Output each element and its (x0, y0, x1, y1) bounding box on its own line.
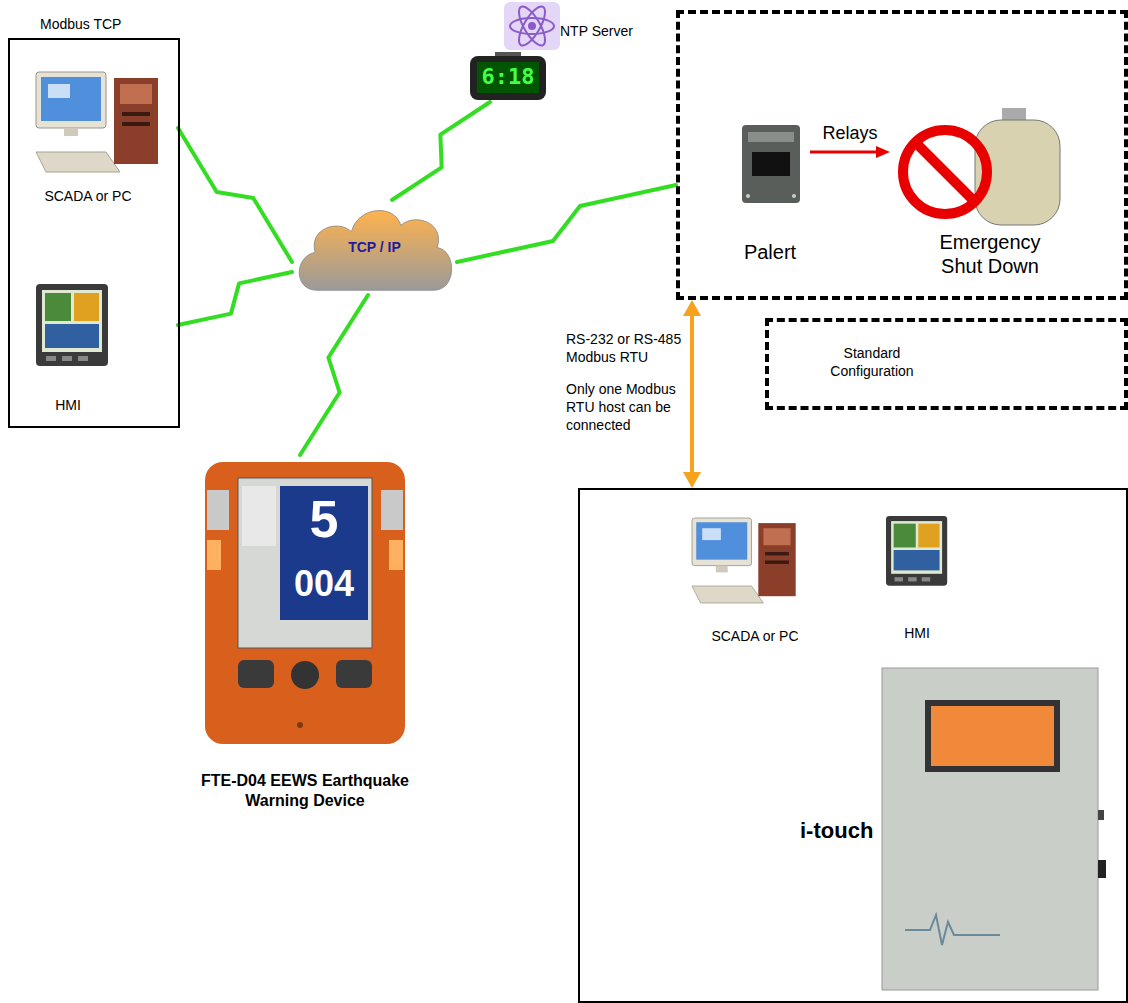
network-link-line (178, 272, 292, 325)
itouch-cabinet-part (931, 706, 1054, 766)
network-link (392, 102, 490, 200)
network-link (300, 295, 368, 455)
atom-icon-part (504, 2, 560, 50)
arrow-head (683, 300, 701, 316)
scada-pc-node: SCADA or PC (20, 60, 178, 210)
intensity-number: 5 (280, 488, 368, 550)
note-text: Only one Modbus RTU host can be connecte… (566, 380, 682, 434)
warning-device-part (381, 490, 403, 530)
network-link-line (178, 128, 292, 262)
warning-device-part (291, 661, 319, 689)
atom-icon-part (514, 3, 550, 49)
palert-device (742, 125, 800, 203)
hmi-node: HMI (20, 270, 178, 418)
palert-device-part (752, 152, 790, 176)
shutdown-icon-part (915, 142, 975, 202)
node-label: Modbus TCP (40, 15, 160, 33)
palert-node: Palert (730, 118, 810, 270)
warning-device-part (238, 478, 372, 648)
node-label: TCP / IP (292, 237, 457, 257)
clock-digits: 6:18 (478, 63, 538, 91)
node-label: HMI (38, 396, 98, 414)
node-label: SCADA or PC (20, 187, 156, 205)
node-label: NTP Server (560, 22, 634, 40)
shutdown-icon-part (903, 130, 987, 214)
network-cloud: TCP / IP (292, 200, 457, 295)
warning-device-part (280, 486, 368, 620)
palert-device-part (746, 194, 750, 198)
itouch-node: i-touch (790, 660, 1115, 995)
hmi-icon (36, 284, 108, 366)
standard-config-box: Palert Emergency Shut Down (676, 10, 1128, 300)
warning-device-part (297, 722, 303, 728)
warning-device-part (207, 490, 229, 530)
clock-icon-part (470, 56, 546, 100)
pc-icon (692, 518, 796, 603)
palert-device-part (742, 125, 800, 203)
itouch-cabinet-part (1098, 810, 1104, 820)
warning-device-part (242, 486, 276, 546)
shutdown-node: Emergency Shut Down (890, 112, 1120, 292)
legend-text: Standard Configuration (807, 344, 937, 380)
shutdown-icon (903, 108, 1060, 225)
node-label: SCADA or PC (695, 627, 815, 645)
pc-icon (36, 72, 158, 172)
hmi-node: HMI (872, 506, 962, 646)
itouch-cabinet-part (905, 915, 1000, 945)
itouch-cabinet-part (1098, 860, 1106, 878)
warning-device (205, 462, 405, 744)
node-label: i-touch (800, 818, 890, 844)
network-link-line (300, 295, 368, 455)
warning-device-part (389, 540, 403, 570)
network-link-line (457, 185, 676, 262)
atom-icon-part (528, 22, 536, 30)
node-label: Emergency Shut Down (930, 230, 1050, 278)
node-label: Palert (730, 240, 810, 264)
warning-device-part (207, 540, 221, 570)
edge-label: Relays (815, 122, 885, 145)
network-link (457, 185, 676, 262)
warning-device-node: FTE-D04 EEWS Earthquake Warning Device (195, 455, 415, 845)
clock-icon-part (477, 62, 539, 93)
network-link (178, 128, 292, 262)
node-label: HMI (872, 624, 962, 642)
itouch-cabinet (882, 668, 1106, 990)
atom-icon (504, 2, 560, 50)
palert-device-part (748, 132, 794, 142)
network-link (178, 272, 292, 325)
arrow-head (876, 146, 890, 158)
network-group-box: Modbus TCPSCADA or PCHMI (8, 38, 180, 428)
arrow-line (690, 316, 694, 472)
rtu-host-box: SCADA or PC HMI i-touch (578, 488, 1128, 1003)
warning-device-part (205, 462, 405, 744)
atom-icon-part (510, 18, 554, 34)
hmi-icon (886, 516, 947, 586)
palert-device-part (792, 194, 796, 198)
warning-device-part (238, 660, 274, 688)
warning-device-part (336, 660, 372, 688)
itouch-cabinet-part (882, 668, 1098, 990)
itouch-cabinet-part (925, 700, 1060, 772)
node-label: FTE-D04 EEWS Earthquake Warning Device (195, 771, 415, 811)
atom-icon-part (514, 3, 550, 49)
edge-label: RS-232 or RS-485 Modbus RTU (566, 330, 682, 366)
arrow-head (683, 472, 701, 488)
relay-arrow (810, 146, 890, 158)
legend-sample-box: Standard Configuration (765, 318, 1128, 410)
scada-pc-node: SCADA or PC (680, 512, 830, 652)
network-link-line (392, 102, 490, 200)
countdown-number: 004 (280, 562, 368, 606)
arrow-line (810, 151, 876, 154)
clock-icon (470, 52, 546, 100)
serial-link-arrow (683, 300, 701, 488)
